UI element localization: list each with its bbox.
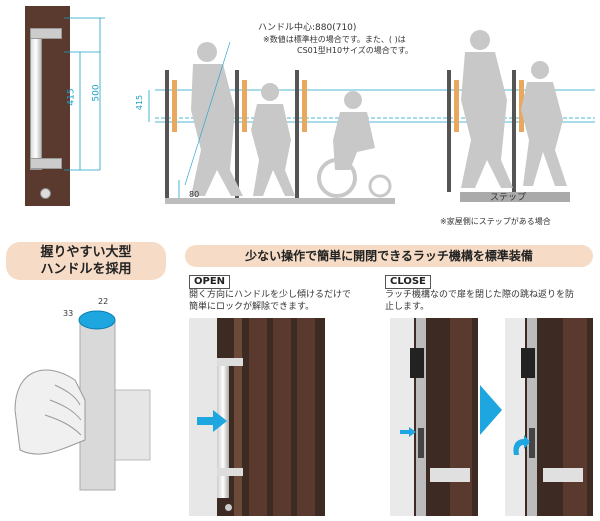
close-text-line1: ラッチ機構なので扉を閉じた際の跳ね返りを防	[385, 290, 575, 300]
dimension-415-left: 415	[66, 88, 77, 106]
handle-bracket-bottom	[30, 158, 62, 169]
note-line-2: CS01型H10サイズの場合です。	[297, 46, 413, 55]
dimension-22: 22	[98, 297, 109, 306]
top-left-dimensions	[64, 17, 105, 171]
dimension-33: 33	[63, 309, 74, 318]
dimension-80: 80	[189, 190, 200, 199]
open-text-line1: 開く方向にハンドルを少し傾けるだけで	[189, 290, 352, 300]
close-tag: CLOSE	[385, 275, 431, 289]
handle-center-label: ハンドル中心:880(710)	[258, 23, 357, 33]
close-photo-2	[505, 318, 593, 516]
note-line-1: ※数値は標準柱の場合です。また、( )は	[263, 35, 406, 44]
open-tag: OPEN	[189, 275, 231, 289]
handle-bracket-top	[30, 28, 62, 39]
hand-grip-illustration	[14, 310, 151, 491]
transition-arrow-icon	[480, 385, 502, 435]
close-curve-arrow-icon	[513, 435, 530, 455]
step-label: ステップ	[490, 193, 527, 203]
step-note: ※家屋側にステップがある場合	[440, 217, 551, 226]
people-height-diagram	[148, 30, 595, 204]
lock-knob-illustration	[40, 188, 51, 199]
large-handle-title: 握りやすい大型 ハンドルを採用	[6, 242, 166, 280]
dimension-415-mid: 415	[135, 94, 145, 111]
handle-bar-illustration	[30, 28, 42, 170]
dimension-500: 500	[91, 84, 102, 102]
large-handle-title-line1: 握りやすい大型	[40, 245, 132, 260]
open-photo	[189, 318, 325, 516]
close-text-line2: 止します。	[385, 302, 430, 312]
open-arrow-icon	[197, 410, 227, 432]
close-photo-1	[390, 318, 478, 516]
large-handle-title-line2: ハンドルを採用	[40, 262, 132, 277]
open-text-line2: 簡単にロックが解除できます。	[189, 302, 315, 312]
latch-title: 少ない操作で簡単に開閉できるラッチ機構を標準装備	[185, 245, 593, 267]
close-arrow-icon-1	[400, 427, 416, 437]
